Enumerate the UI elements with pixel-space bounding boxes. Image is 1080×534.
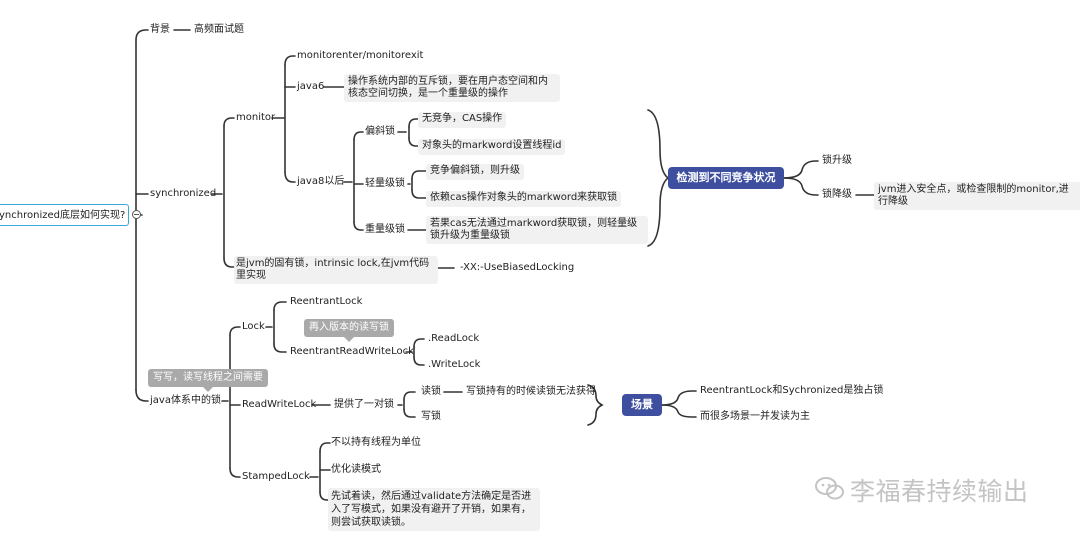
collapse-toggle-icon[interactable]	[132, 210, 141, 219]
topic-light-a[interactable]: 竞争偏斜锁，则升级	[426, 164, 524, 180]
topic-lock-downgrade[interactable]: 锁降级	[822, 189, 852, 200]
topic-java8[interactable]: java8以后	[297, 176, 345, 187]
topic-scenario-read-heavy[interactable]: 而很多场景一并发读为主	[700, 411, 810, 422]
topic-lock-upgrade[interactable]: 锁升级	[822, 155, 852, 166]
topic-synchronized[interactable]: synchronized	[150, 188, 217, 199]
root-node[interactable]: ynchronized底层如何实现?	[0, 204, 129, 226]
topic-heavy-a[interactable]: 若果cas无法通过markword获取锁，则轻量级锁升级为重量级锁	[426, 216, 648, 244]
topic-read-lock-desc[interactable]: 写锁持有的时候读锁无法获得	[466, 386, 596, 397]
topic-stamped-a[interactable]: 不以持有线程为单位	[331, 437, 421, 448]
topic-write-lock[interactable]: 写锁	[421, 411, 441, 422]
topic-java-locks[interactable]: java体系中的锁	[150, 395, 221, 406]
topic-read-lock[interactable]: 读锁	[421, 386, 441, 397]
tooltip-reentrant-rw: 再入版本的读写锁	[304, 319, 394, 342]
topic-downgrade-desc[interactable]: jvm进入安全点，或检查限制的monitor,进行降级	[874, 182, 1080, 210]
topic-lightweight-lock[interactable]: 轻量级锁	[365, 178, 405, 189]
root-label: ynchronized底层如何实现?	[0, 210, 126, 221]
watermark-text: 李福春持续输出	[850, 477, 1029, 506]
topic-monitorenter[interactable]: monitorenter/monitorexit	[297, 50, 424, 61]
topic-java6[interactable]: java6	[297, 81, 325, 92]
topic-scenario-exclusive[interactable]: ReentrantLock和Sychronized是独占锁	[700, 385, 884, 396]
topic-reentrant-rw-lock[interactable]: ReentrantReadWriteLock	[290, 346, 414, 357]
topic-scenario[interactable]: 场景	[622, 394, 662, 416]
topic-jvm-intrinsic[interactable]: 是jvm的固有锁，intrinsic lock,在jvm代码里实现	[234, 256, 438, 284]
topic-biased-b[interactable]: 对象头的markword设置线程id	[418, 139, 566, 155]
topic-reentrantlock[interactable]: ReentrantLock	[290, 296, 363, 307]
topic-use-biased-locking[interactable]: -XX:-UseBiasedLocking	[460, 262, 575, 273]
topic-stampedlock[interactable]: StampedLock	[242, 471, 310, 482]
topic-biased-lock[interactable]: 偏斜锁	[365, 126, 395, 137]
topic-heavyweight-lock[interactable]: 重量级锁	[365, 224, 405, 235]
topic-stamped-b[interactable]: 优化读模式	[331, 464, 381, 475]
topic-background[interactable]: 背景	[150, 24, 170, 35]
topic-lock[interactable]: Lock	[242, 321, 265, 332]
topic-monitor[interactable]: monitor	[236, 112, 276, 123]
topic-provide-pair[interactable]: 提供了一对锁	[334, 399, 394, 410]
topic-light-b[interactable]: 依赖cas操作对象头的markword来获取锁	[426, 191, 622, 207]
topic-stamped-c[interactable]: 先试着读，然后通过validate方法确定是否进入了写模式，如果没有避开了开销，…	[328, 488, 540, 531]
tooltip-read-write: 写写，读写线程之间需要	[148, 369, 268, 392]
topic-readwritelock[interactable]: ReadWriteLock	[242, 399, 317, 410]
topic-biased-a[interactable]: 无竞争，CAS操作	[418, 112, 507, 128]
topic-writelock[interactable]: .WriteLock	[428, 359, 481, 370]
topic-interview[interactable]: 高频面试题	[194, 24, 244, 35]
topic-detect-contention[interactable]: 检测到不同竞争状况	[668, 167, 784, 189]
topic-readlock[interactable]: .ReadLock	[428, 333, 480, 344]
topic-java6-desc[interactable]: 操作系统内部的互斥锁，要在用户态空间和内核态空间切换，是一个重量级的操作	[344, 74, 560, 102]
wechat-icon	[815, 477, 844, 500]
